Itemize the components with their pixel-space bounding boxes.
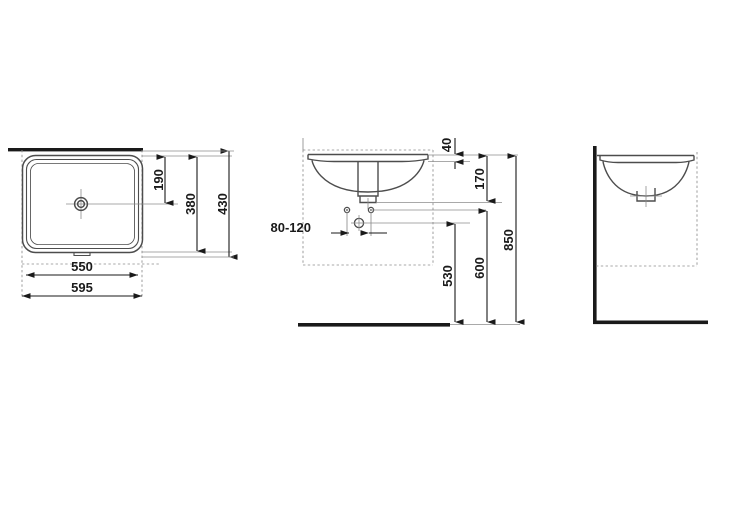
dim-850-label: 850	[501, 229, 516, 251]
dim-40-label: 40	[439, 138, 454, 152]
plan-overflow-tab	[73, 252, 91, 257]
dim-595: 595	[22, 280, 142, 299]
dim-380-label: 380	[183, 193, 198, 215]
dim-550-label: 550	[71, 259, 93, 274]
dim-600-label: 600	[472, 257, 487, 279]
dim-530: 530	[440, 221, 464, 325]
dim-80-120: 80-120	[271, 212, 387, 236]
dim-170: 170	[472, 153, 496, 204]
dim-170-label: 170	[472, 168, 487, 190]
front-basin-profile	[307, 153, 429, 204]
side-wall-line	[593, 146, 597, 324]
dim-530-label: 530	[440, 265, 455, 287]
side-floor-line	[593, 320, 708, 325]
plan-wall-line	[8, 148, 143, 152]
dim-190-label: 190	[151, 169, 166, 191]
dim-550: 550	[26, 259, 138, 278]
dim-430-label: 430	[215, 193, 230, 215]
dim-595-label: 595	[71, 280, 93, 295]
plan-witness-430	[142, 150, 234, 258]
dim-80-120-label: 80-120	[271, 220, 311, 235]
front-floor-line	[298, 323, 450, 327]
dim-190: 190	[151, 154, 174, 206]
dim-600: 600	[472, 208, 496, 325]
plan-drain	[66, 189, 96, 219]
plan-view: 190 380 430 550 595	[8, 148, 238, 299]
front-drain	[351, 215, 367, 231]
side-elevation	[593, 146, 708, 325]
front-elevation: 40 170 80-120 530 600	[271, 138, 525, 327]
dim-850: 850	[501, 153, 525, 325]
dim-380: 380	[183, 154, 206, 254]
dim-430: 430	[215, 148, 238, 260]
dim-40: 40	[439, 138, 464, 169]
